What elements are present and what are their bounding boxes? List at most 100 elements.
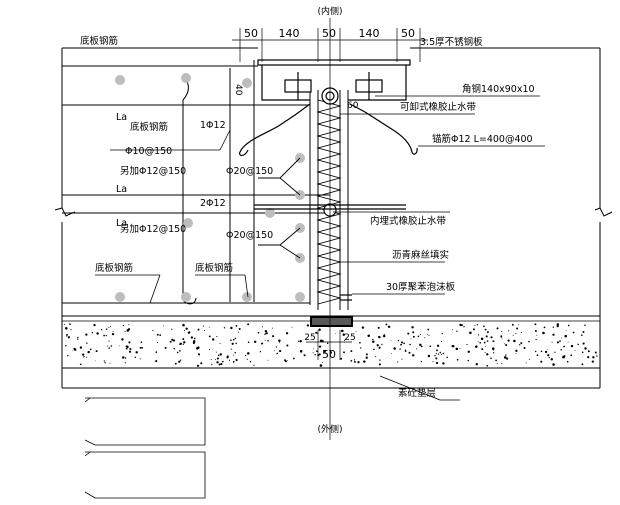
concrete-speckle [547,349,549,351]
concrete-speckle [109,362,111,364]
concrete-speckle [163,325,165,327]
concrete-speckle [547,354,550,357]
concrete-speckle [486,364,489,367]
concrete-speckle [221,360,224,363]
concrete-speckle [357,361,360,364]
label-la-3: La [116,218,127,229]
label-foam-board: 30厚聚苯泡沫板 [386,281,456,293]
concrete-speckle [577,343,579,346]
concrete-speckle [409,343,411,346]
concrete-speckle [271,327,273,329]
concrete-speckle [202,325,204,327]
concrete-speckle [179,343,181,345]
concrete-speckle [235,358,238,362]
concrete-speckle [139,347,142,349]
concrete-speckle [297,340,300,342]
concrete-speckle [122,324,124,327]
concrete-speckle [104,362,106,364]
section-marks [84,397,206,499]
concrete-speckle [129,347,132,351]
concrete-speckle [505,354,507,356]
concrete-speckle [323,350,326,353]
concrete-speckle [582,342,585,345]
concrete-speckle [155,360,158,363]
label-cushion: 素砼垫层 [398,387,436,399]
concrete-speckle [372,338,374,341]
concrete-speckle [326,342,329,345]
concrete-speckle [275,346,278,348]
concrete-speckle [490,357,492,360]
concrete-speckle [135,351,138,354]
leader-lines [75,47,545,401]
concrete-speckle [232,338,235,341]
concrete-speckle [591,360,594,363]
concrete-speckle [581,351,584,354]
concrete-speckle [178,360,181,363]
concrete-speckle [436,344,440,347]
concrete-speckle [411,326,414,329]
concrete-speckle [427,328,430,331]
concrete-speckle [230,326,233,330]
concrete-speckle [475,363,478,366]
concrete-speckle [342,333,346,336]
concrete-speckle [594,351,597,354]
concrete-speckle [159,334,162,336]
concrete-speckle [139,358,141,360]
concrete-speckle [375,356,377,358]
concrete-speckle [563,345,566,348]
concrete-speckle [570,344,574,348]
concrete-speckle [403,342,405,345]
concrete-speckle [424,337,426,339]
concrete-speckle [567,324,570,327]
concrete-speckle [467,359,469,362]
concrete-speckle [484,352,486,354]
concrete-speckle [219,343,221,345]
concrete-speckle [118,345,120,347]
concrete-speckle [188,331,191,334]
concrete-speckle [267,340,269,342]
concrete-speckle [485,335,488,338]
concrete-speckle [459,323,462,327]
concrete-speckle [517,324,519,326]
concrete-speckle [508,330,510,332]
concrete-speckle [363,360,366,363]
concrete-speckle [134,356,137,359]
concrete-speckle [361,326,365,329]
concrete-speckle [420,360,423,363]
dim-top-1: 50 [244,27,258,40]
concrete-speckle [483,341,486,344]
concrete-speckle [378,346,381,349]
concrete-speckle [108,340,110,342]
concrete-speckle [249,360,252,363]
concrete-speckle [372,340,375,343]
concrete-speckle [587,350,590,353]
concrete-speckle [211,338,215,341]
concrete-speckle [108,326,110,328]
concrete-speckle [515,332,517,335]
label-anchor-bar: 锚筋Φ12 L=400@400 [432,133,533,145]
concrete-speckle [343,351,345,354]
concrete-speckle [390,340,392,342]
concrete-speckle [493,352,495,354]
concrete-speckle [223,327,226,329]
concrete-speckle [412,354,415,357]
concrete-speckle [520,342,523,345]
concrete-speckle [584,324,586,327]
concrete-speckle [490,336,493,339]
concrete-speckle [481,348,484,351]
concrete-speckle [111,332,115,336]
concrete-speckle [567,341,569,343]
concrete-speckle [456,330,458,332]
concrete-speckle [155,351,158,353]
concrete-speckle [512,335,514,337]
concrete-speckle [503,343,505,345]
concrete-speckle [272,335,275,338]
concrete-speckle [319,364,323,367]
label-la-1: La [116,112,127,123]
concrete-speckle [554,351,556,353]
concrete-speckle [77,336,79,339]
concrete-speckle [261,342,264,345]
concrete-speckle [275,353,277,355]
concrete-speckle [285,332,289,335]
concrete-speckle [172,339,176,342]
